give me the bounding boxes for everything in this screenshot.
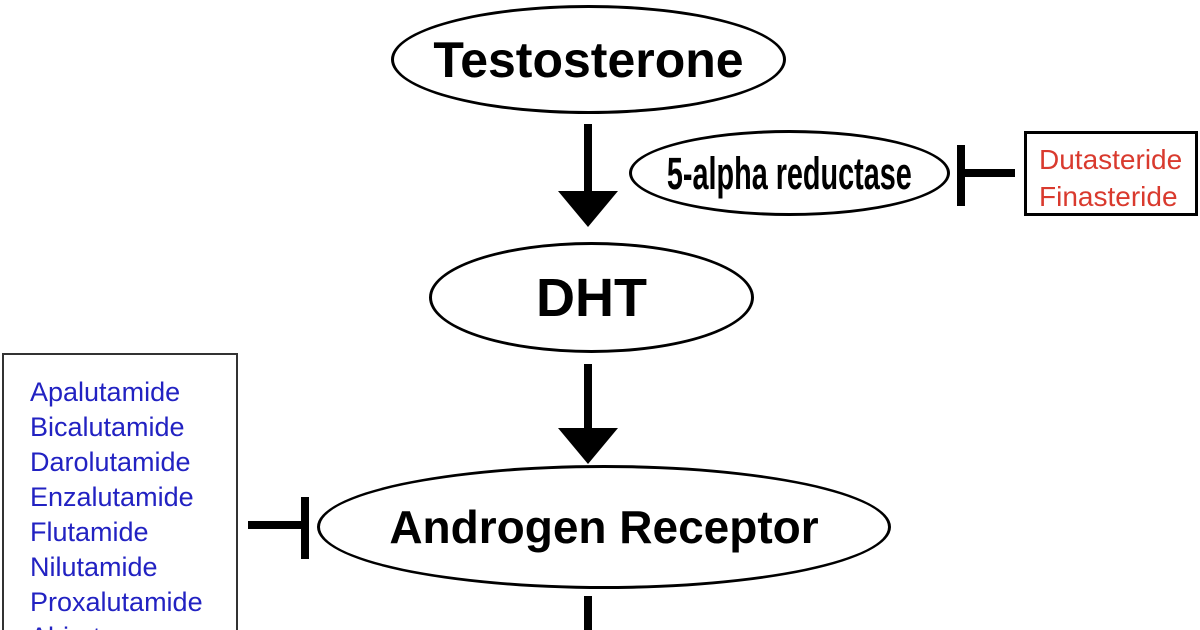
arrow-ar-downstream-shaft: [584, 596, 592, 630]
arrow-dht-to-ar-shaft: [584, 364, 592, 429]
inhibition-bar-icon: [301, 497, 309, 559]
ar-antagonists-box: Apalutamide Bicalutamide Darolutamide En…: [2, 353, 238, 630]
drug-label-abiraterone: Abiraterone: [30, 620, 236, 630]
arrow-down-icon: [558, 428, 618, 464]
drug-label-nilutamide: Nilutamide: [30, 552, 158, 582]
arrow-down-icon: [558, 191, 618, 227]
inhibition-line-reductase: [965, 169, 1015, 177]
node-testosterone: Testosterone: [391, 5, 786, 114]
reductase-inhibitors-box: Dutasteride Finasteride: [1024, 131, 1198, 216]
inhibition-line-ar: [248, 521, 302, 529]
node-5-alpha-reductase: 5-alpha reductase: [629, 130, 950, 216]
drug-label-darolutamide: Darolutamide: [30, 447, 191, 477]
node-androgen-receptor: Androgen Receptor: [317, 465, 891, 589]
node-dht-label: DHT: [536, 267, 647, 328]
drug-label-enzalutamide: Enzalutamide: [30, 482, 194, 512]
inhibition-bar-icon: [957, 145, 965, 206]
node-5-alpha-reductase-label: 5-alpha reductase: [667, 147, 912, 199]
node-dht: DHT: [429, 242, 754, 353]
drug-label-apalutamide: Apalutamide: [30, 377, 181, 407]
drug-label-proxalutamide: Proxalutamide: [30, 587, 203, 617]
node-androgen-receptor-label: Androgen Receptor: [389, 501, 819, 553]
drug-label-flutamide: Flutamide: [30, 517, 149, 547]
drug-label-dutasteride: Dutasteride: [1039, 144, 1183, 175]
drug-label-finasteride: Finasteride: [1039, 181, 1178, 212]
drug-label-bicalutamide: Bicalutamide: [30, 412, 185, 442]
arrow-testosterone-to-dht-shaft: [584, 124, 592, 191]
node-testosterone-label: Testosterone: [433, 31, 744, 88]
